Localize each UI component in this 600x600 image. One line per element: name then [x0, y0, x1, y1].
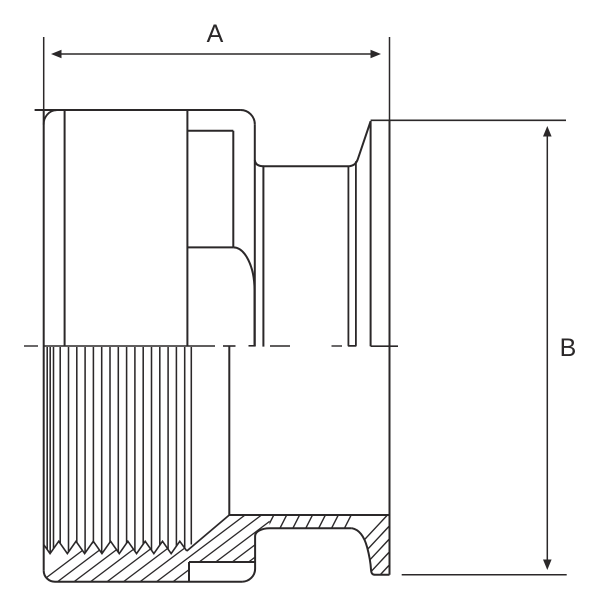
svg-text:A: A — [207, 20, 224, 48]
svg-text:B: B — [560, 334, 577, 362]
